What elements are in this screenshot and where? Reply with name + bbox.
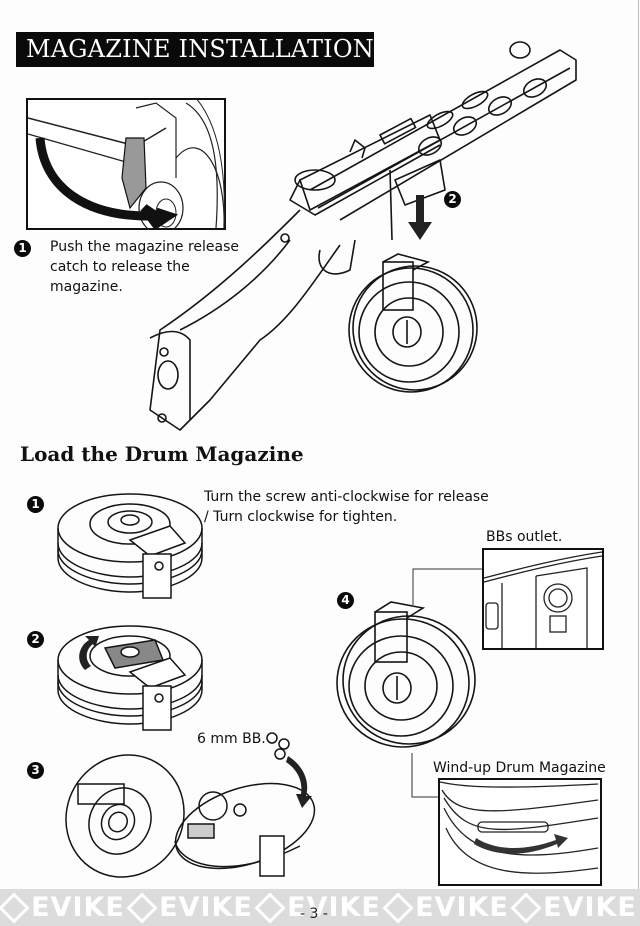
load-step-4-number-icon: 4 [337, 592, 354, 609]
evike-logo-icon [382, 891, 414, 924]
caption-line: Push the magazine release [50, 239, 240, 255]
callout-leader-lines [405, 565, 485, 805]
drum-assembled-illustration [333, 598, 483, 753]
page-title: MAGAZINE INSTALLATION [16, 32, 374, 67]
caption-line: / Turn clockwise for tighten. [204, 509, 398, 525]
submachine-gun-illustration [140, 40, 590, 440]
bb-size-label: 6 mm BB. [197, 731, 266, 747]
watermark-unit: EVIKE [382, 891, 509, 924]
page-number: - 3 - [300, 906, 328, 922]
wind-up-closeup [438, 778, 602, 886]
evike-watermark-bar: EVIKE EVIKE EVIKE EVIKE EVIKE [0, 889, 640, 926]
caption-line: catch to release the [50, 259, 190, 275]
evike-logo-icon [254, 891, 286, 924]
load-step-1-instruction: Turn the screw anti-clockwise for releas… [204, 487, 489, 527]
bbs-outlet-label: BBs outlet. [486, 529, 563, 545]
caption-line: magazine. [50, 279, 123, 295]
load-step-3-number-icon: 3 [27, 762, 44, 779]
evike-logo-icon [0, 891, 30, 924]
drum-open-illustration [60, 726, 320, 886]
load-step-1-number-icon: 1 [27, 496, 44, 513]
watermark-text: EVIKE [415, 892, 509, 923]
load-step-2-number-icon: 2 [27, 631, 44, 648]
watermark-text: EVIKE [159, 892, 253, 923]
evike-logo-icon [126, 891, 158, 924]
wind-up-label: Wind-up Drum Magazine [433, 760, 606, 776]
caption-line: Turn the screw anti-clockwise for releas… [204, 489, 489, 505]
step-1-number-icon: 1 [14, 240, 31, 257]
watermark-unit: EVIKE [126, 891, 253, 924]
watermark-text: EVIKE [31, 892, 125, 923]
watermark-unit: EVIKE [0, 891, 125, 924]
page-edge [638, 0, 639, 890]
watermark-unit: EVIKE [254, 891, 381, 924]
watermark-unit: EVIKE [510, 891, 637, 924]
step-2-number-icon: 2 [444, 191, 461, 208]
drum-screw-illustration [55, 488, 205, 600]
release-catch-closeup-illustration [26, 98, 226, 230]
watermark-text: EVIKE [543, 892, 637, 923]
drum-magazine-illustration [343, 252, 483, 397]
watermark-text: EVIKE [287, 892, 381, 923]
step-1-instruction: Push the magazine release catch to relea… [50, 237, 239, 297]
bbs-outlet-closeup [482, 548, 604, 650]
evike-logo-icon [510, 891, 542, 924]
drum-rotate-illustration [55, 620, 205, 732]
load-drum-heading: Load the Drum Magazine [20, 442, 304, 466]
